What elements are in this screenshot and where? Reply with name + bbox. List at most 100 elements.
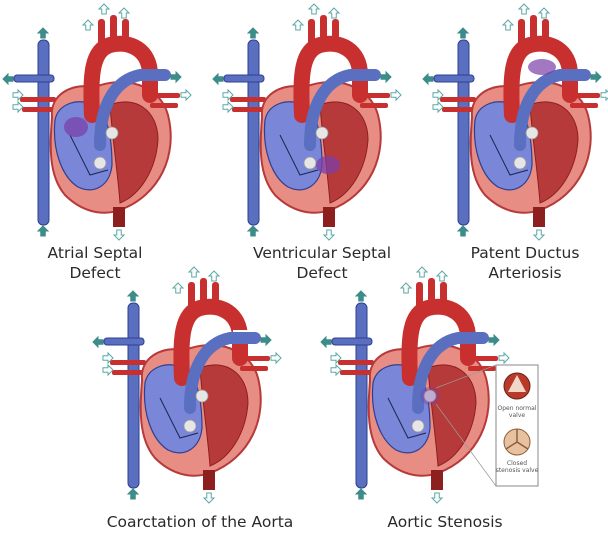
flow-arrow-up-outline-icon [537,7,551,19]
flow-arrow-right-outline-icon [498,351,510,365]
flow-arrow-right-icon [488,333,500,347]
heart-panel-patent-ductus-arteriosis [420,3,608,245]
flow-arrow-right-icon [170,70,182,84]
heart-panel-atrial-septal-defect [0,3,200,245]
aorta-arch [83,35,158,123]
heart-illustration [212,3,402,241]
carotid-artery [320,15,327,47]
valve-inset [435,364,539,487]
pulmonary-vessel-right-1 [360,93,390,98]
flow-arrow-up-icon [456,225,470,237]
heart-panel-ventricular-septal-defect [210,3,410,245]
descending-aorta [533,207,545,227]
flow-arrow-down-outline-icon [202,492,216,504]
brachiocephalic-artery [188,282,195,312]
flow-arrow-up-outline-icon [415,266,429,278]
flow-arrow-up-outline-icon [517,3,531,15]
flow-arrow-up-icon [36,27,50,39]
flow-arrow-up-icon [36,225,50,237]
tricuspid-valve [513,156,527,170]
aorta-arch [293,35,368,123]
left-ventricle [199,364,249,467]
flow-arrow-up-outline-icon [187,266,201,278]
caption-aortic-stenosis: Aortic Stenosis [387,513,503,531]
heart-illustration [2,3,192,241]
subclavian-artery [542,19,549,49]
flow-arrow-up-outline-icon [207,270,221,282]
brachiocephalic-artery [98,19,105,49]
heart-illustration [422,3,608,241]
flow-arrow-up-icon [354,290,368,302]
flow-arrow-right-outline-icon [432,100,444,114]
flow-arrow-left-icon [212,72,224,86]
aortic-valve [105,126,119,140]
descending-aorta [323,207,335,227]
flow-arrow-right-outline-icon [432,88,444,102]
inset-connector [435,403,497,487]
pulmonary-trunk [94,69,171,151]
carotid-artery [110,15,117,47]
flow-arrow-up-outline-icon [435,270,449,282]
pulmonary-trunk [514,69,591,151]
chordae [69,134,109,176]
chordae [279,134,319,176]
pulmonary-vein-left [103,337,145,346]
flow-arrow-right-outline-icon [330,351,342,365]
flow-arrow-left-icon [320,335,332,349]
pulmonary-trunk [412,332,489,414]
flow-arrow-right-outline-icon [102,363,114,377]
subclavian-artery [122,19,129,49]
flow-arrow-left-icon [2,72,14,86]
flow-arrow-up-icon [126,488,140,500]
aorta-arch [401,298,476,386]
flow-arrow-right-outline-icon [270,351,282,365]
vena-cava [355,302,368,489]
left-ventricle [319,101,369,204]
flow-arrow-up-outline-icon [327,7,341,19]
flow-arrow-right-outline-icon [180,88,192,102]
flow-arrow-up-outline-icon [117,7,131,19]
carotid-artery [428,278,435,310]
pulmonary-vessel-right-2 [240,366,268,371]
left-ventricle [529,101,579,204]
vena-cava [247,39,260,226]
flow-arrow-up-outline-icon [291,19,305,31]
aortic-valve [195,389,209,403]
flow-arrow-up-outline-icon [501,19,515,31]
aortic-valve [525,126,539,140]
open-valve-label: Open normal valve [497,405,537,419]
pulmonary-artery-left-2 [232,107,266,112]
flow-arrow-right-icon [590,70,602,84]
flow-arrow-up-outline-icon [399,282,413,294]
flow-arrow-up-outline-icon [81,19,95,31]
pulmonary-vessel-right-2 [360,103,388,108]
caption-atrial-septal-defect: Atrial Septal Defect [47,244,143,282]
closed-valve-label: Closed stenosis valve [495,460,539,474]
caption-ventricular-septal-defect: Ventricular Septal Defect [252,244,392,282]
pulmonary-artery-left-2 [442,107,476,112]
pulmonary-artery-left-1 [230,97,266,102]
caption-coarctation-of-aorta: Coarctation of the Aorta [106,513,294,531]
flow-arrow-right-outline-icon [330,363,342,377]
flow-arrow-up-icon [246,225,260,237]
carotid-artery [530,15,537,47]
flow-arrow-down-outline-icon [322,229,336,241]
flow-arrow-right-outline-icon [222,88,234,102]
atrial-septal-defect [64,117,88,137]
flow-arrow-down-outline-icon [430,492,444,504]
descending-aorta [431,470,443,490]
ventricular-septal-defect [316,156,340,174]
subclavian-artery [440,282,447,312]
flow-arrow-right-outline-icon [600,88,608,102]
flow-arrow-right-outline-icon [12,100,24,114]
closed-valve-leaflets [505,429,529,450]
pulmonary-vessel-right-1 [240,356,270,361]
pulmonary-vein-left [223,74,265,83]
pulmonary-artery-left-1 [110,360,146,365]
open-valve-orifice [508,375,526,392]
tricuspid-valve [183,419,197,433]
tricuspid-valve [93,156,107,170]
flow-arrow-up-outline-icon [307,3,321,15]
